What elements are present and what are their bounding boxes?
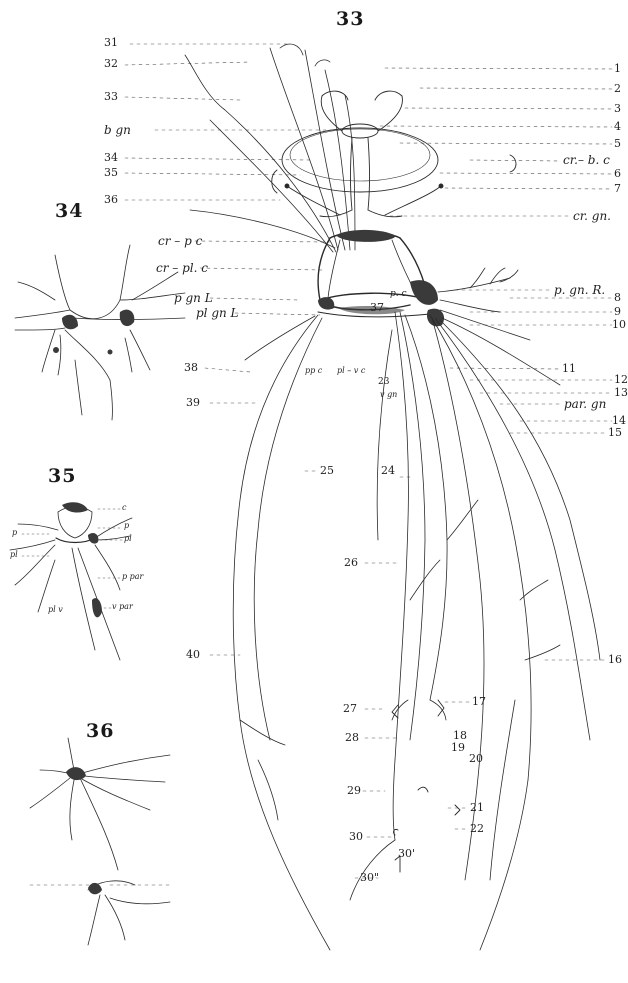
figure-33-title: 33 bbox=[336, 8, 364, 30]
label-33: 33 bbox=[104, 91, 118, 102]
label-40: 40 bbox=[186, 649, 200, 660]
label-19: 19 bbox=[451, 742, 465, 753]
label-38: 38 bbox=[184, 362, 198, 373]
fig35-label-p-par: p par bbox=[122, 573, 143, 581]
label-v-gn: v gn bbox=[380, 391, 397, 399]
fig35-label-p-left: p bbox=[12, 529, 17, 537]
label-30-double-prime: 30" bbox=[360, 872, 379, 883]
label-32: 32 bbox=[104, 58, 118, 69]
label-5: 5 bbox=[614, 138, 621, 149]
label-4: 4 bbox=[614, 121, 621, 132]
label-cr-gn: cr. gn. bbox=[573, 210, 611, 222]
label-25: 25 bbox=[320, 465, 334, 476]
label-8: 8 bbox=[614, 292, 621, 303]
figure-36-title: 36 bbox=[86, 720, 114, 742]
label-23: 23 bbox=[378, 378, 389, 387]
label-17: 17 bbox=[472, 696, 486, 707]
label-3: 3 bbox=[614, 103, 621, 114]
fig35-label-p-right: p bbox=[124, 522, 129, 530]
label-36: 36 bbox=[104, 194, 118, 205]
label-34: 34 bbox=[104, 152, 118, 163]
label-12: 12 bbox=[614, 374, 628, 385]
label-p-gn-l: p gn L bbox=[174, 292, 213, 304]
figure-34-title: 34 bbox=[55, 200, 83, 222]
label-6: 6 bbox=[614, 168, 621, 179]
figure-35-drawing bbox=[10, 507, 132, 660]
label-39: 39 bbox=[186, 397, 200, 408]
label-21: 21 bbox=[470, 802, 484, 813]
label-p-gn-r: p. gn. R. bbox=[554, 284, 605, 296]
label-16: 16 bbox=[608, 654, 622, 665]
label-1: 1 bbox=[614, 63, 621, 74]
label-2: 2 bbox=[614, 83, 621, 94]
label-pp-c: pp c bbox=[305, 367, 322, 375]
figure-33-drawing bbox=[125, 44, 612, 950]
label-30-prime: 30' bbox=[398, 848, 415, 859]
label-pl-v-c: pl – v c bbox=[337, 367, 365, 375]
fig35-label-pl-v: pl v bbox=[48, 606, 63, 614]
label-27: 27 bbox=[343, 703, 357, 714]
label-18: 18 bbox=[453, 730, 467, 741]
label-24: 24 bbox=[381, 465, 395, 476]
figure-35-title: 35 bbox=[48, 465, 76, 487]
fig35-label-pl-left: pl bbox=[10, 551, 18, 559]
label-p-c: p. c bbox=[390, 290, 407, 299]
label-13: 13 bbox=[614, 387, 628, 398]
label-cr-pl-c: cr – pl. c bbox=[156, 262, 208, 274]
label-30: 30 bbox=[349, 831, 363, 842]
label-pl-gn-l: pl gn L bbox=[196, 307, 239, 319]
label-cr-p-c: cr – p c bbox=[158, 235, 202, 247]
label-35: 35 bbox=[104, 167, 118, 178]
label-20: 20 bbox=[469, 753, 483, 764]
fig35-label-v-par: v par bbox=[112, 603, 133, 611]
label-31: 31 bbox=[104, 37, 118, 48]
label-22: 22 bbox=[470, 823, 484, 834]
label-cr-b-c: cr.– b. c bbox=[563, 154, 610, 166]
label-7: 7 bbox=[614, 183, 621, 194]
label-15: 15 bbox=[608, 427, 622, 438]
label-37: 37 bbox=[370, 302, 384, 313]
label-b-gn: b gn bbox=[104, 124, 131, 136]
label-par-gn: par. gn bbox=[564, 398, 606, 410]
label-14: 14 bbox=[612, 415, 626, 426]
label-9: 9 bbox=[614, 306, 621, 317]
fig35-label-c: c bbox=[122, 504, 126, 512]
label-11: 11 bbox=[562, 363, 576, 374]
figure-36-drawing bbox=[30, 738, 170, 945]
label-10: 10 bbox=[612, 319, 626, 330]
label-26: 26 bbox=[344, 557, 358, 568]
fig35-label-pl-right: pl bbox=[124, 535, 132, 543]
label-29: 29 bbox=[347, 785, 361, 796]
label-28: 28 bbox=[345, 732, 359, 743]
